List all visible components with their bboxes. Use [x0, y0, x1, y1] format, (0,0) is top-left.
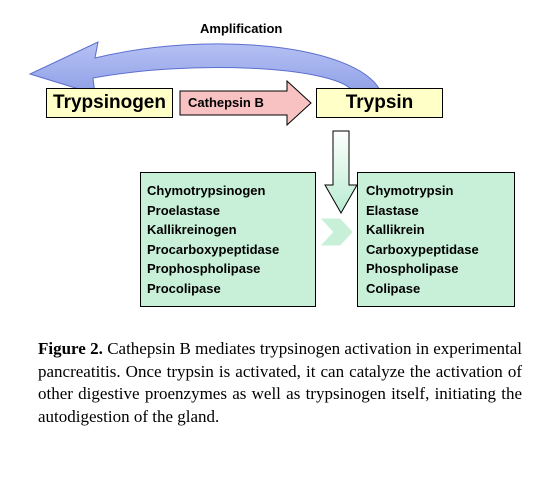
trypsin-label: Trypsin [345, 92, 414, 113]
amplification-label: Amplification [200, 21, 283, 36]
enzyme-item: Colipase [366, 280, 421, 296]
trypsin-box: Trypsin [316, 88, 443, 118]
figure-caption: Figure 2. Cathepsin B mediates trypsinog… [38, 338, 522, 428]
proenzyme-item: Chymotrypsinogen [147, 183, 266, 198]
chevron-arrow [320, 218, 353, 246]
enzyme-item: Carboxypeptidase [366, 241, 479, 257]
enzyme-box: Chymotrypsin Elastase Kallikrein Carboxy… [357, 172, 515, 307]
proenzyme-item: Prophospholipase [147, 261, 261, 276]
caption-text: Cathepsin B mediates trypsinogen activat… [38, 339, 522, 426]
figure-label: Figure 2. [38, 339, 103, 358]
cathepsin-arrow [179, 79, 312, 127]
enzyme-item: Kallikrein [366, 222, 425, 237]
enzyme-item: Chymotrypsin [366, 183, 454, 198]
amplification-arrow [28, 41, 381, 95]
cathepsin-label: Cathepsin B [188, 95, 264, 110]
proenzyme-item: Kallikreinogen [147, 222, 237, 237]
proenzyme-item: Procolipase [147, 280, 221, 296]
trypsinogen-box: Trypsinogen [46, 88, 173, 118]
enzyme-item: Phospholipase [366, 261, 459, 276]
down-arrow [324, 130, 358, 215]
trypsinogen-label: Trypsinogen [53, 92, 166, 113]
enzyme-item: Elastase [366, 202, 419, 218]
proenzyme-box: Chymotrypsinogen Proelastase Kallikreino… [140, 172, 316, 307]
proenzyme-item: Proelastase [147, 202, 220, 218]
proenzyme-item: Procarboxypeptidase [147, 241, 280, 257]
